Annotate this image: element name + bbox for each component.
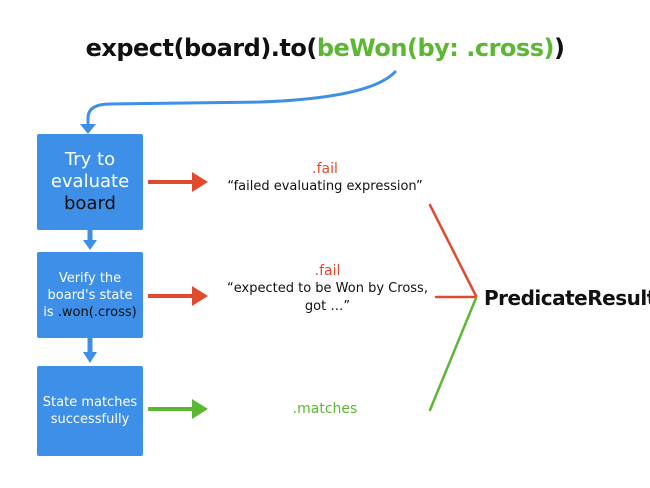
step-3-line-2: successfully <box>50 412 130 427</box>
step-1-line-3: board <box>64 193 116 214</box>
outcome-2-message-line-2: got …” <box>304 299 351 314</box>
step-3-line-1: State matches <box>42 395 138 410</box>
outcome-2-kind: .fail <box>314 263 341 279</box>
step-2-line-3-code: .won(.cross) <box>57 304 137 320</box>
outcome-matches: .matches <box>260 400 390 418</box>
outcome-3-kind: .matches <box>292 401 358 417</box>
step-verify-state: Verify the board's state is .won(.cross) <box>37 252 143 338</box>
outcome-1-message: “failed evaluating expression” <box>227 179 423 194</box>
step-1-line-2: evaluate <box>50 171 130 192</box>
step-evaluate-board: Try to evaluate board <box>37 134 143 230</box>
fail-1-to-result-line <box>428 203 478 298</box>
expression-title: expect(board).to(beWon(by: .cross)) <box>0 34 650 62</box>
title-matcher: beWon(by: .cross) <box>316 34 555 62</box>
fail-arrow-1 <box>148 172 208 192</box>
step-2-line-1: Verify the <box>58 270 122 286</box>
title-to-step-arrow <box>86 70 397 130</box>
success-arrow <box>148 399 208 419</box>
step-state-matches: State matches successfully <box>37 366 143 456</box>
step-2-line-3: is .won(.cross) <box>43 304 136 321</box>
step-1-to-2-arrow <box>83 230 97 250</box>
match-to-result-line <box>428 296 478 412</box>
step-2-line-2: board's state <box>47 287 133 303</box>
outcome-1-kind: .fail <box>312 161 338 177</box>
step-2-line-3-prefix: is <box>43 304 58 320</box>
step-1-line-1: Try to <box>64 149 116 170</box>
outcome-fail-evaluating: .fail “failed evaluating expression” <box>210 160 440 196</box>
outcome-2-message-line-1: “expected to be Won by Cross, <box>227 281 428 296</box>
outcome-fail-expected: .fail “expected to be Won by Cross, got … <box>200 262 455 316</box>
title-to-step-arrowhead <box>80 124 96 134</box>
title-part-3: ) <box>553 34 565 62</box>
fail-arrow-2 <box>148 286 208 306</box>
step-2-to-3-arrow <box>83 338 97 363</box>
title-part-1: expect(board).to( <box>85 34 318 62</box>
predicate-result-label: PredicateResult <box>484 286 650 310</box>
